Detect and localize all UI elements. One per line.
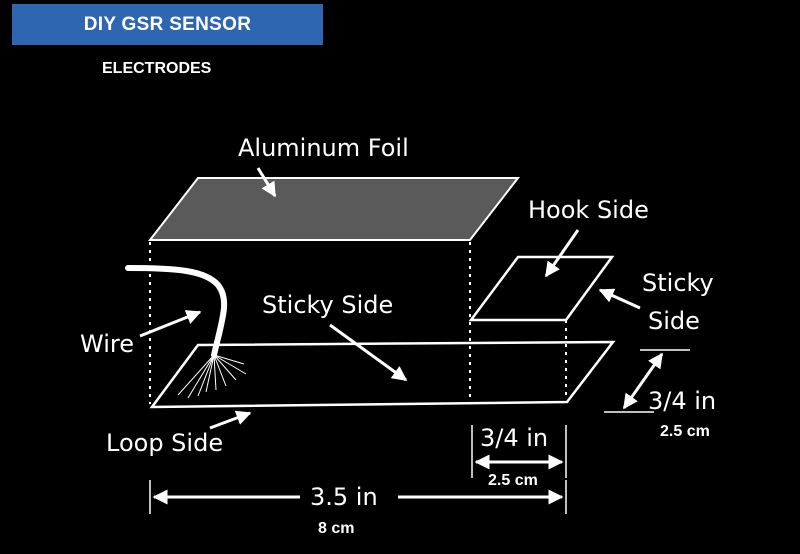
label-wire: Wire [80, 330, 134, 358]
wire-illustration [125, 265, 247, 399]
dimension-right [604, 349, 690, 413]
dimension-length [149, 480, 567, 514]
label-length: 3.5 in [310, 483, 378, 511]
label-sticky-side: Sticky Side [262, 291, 393, 319]
loop-side-strip [149, 340, 616, 409]
label-hook-side: Hook Side [528, 196, 649, 224]
aluminum-foil-plate [147, 177, 521, 241]
page-subtitle: ELECTRODES [102, 60, 212, 77]
label-width-right-metric: 2.5 cm [660, 423, 710, 440]
arrow-sticky-right [598, 288, 641, 310]
hook-side-square [468, 255, 615, 322]
label-width-bottom-metric: 2.5 cm [488, 472, 538, 489]
label-width-right: 3/4 in [648, 387, 716, 415]
title-banner: DIY GSR SENSOR [12, 4, 323, 45]
arrow-hook [544, 229, 580, 278]
label-sticky-right-1: Sticky [642, 269, 714, 297]
arrow-wire [139, 310, 202, 338]
page-title: DIY GSR SENSOR [83, 13, 252, 35]
label-aluminum-foil: Aluminum Foil [238, 134, 409, 162]
label-length-metric: 8 cm [318, 520, 354, 537]
dotted-guides [149, 242, 567, 404]
arrow-loop [209, 410, 252, 430]
label-loop-side: Loop Side [106, 429, 223, 457]
label-width-bottom: 3/4 in [480, 424, 548, 452]
pointer-arrows [139, 167, 641, 430]
arrow-sticky-side [329, 323, 408, 382]
dimension-bottom-short [471, 425, 567, 478]
label-sticky-right-2: Side [648, 307, 700, 335]
arrow-foil [256, 167, 277, 198]
